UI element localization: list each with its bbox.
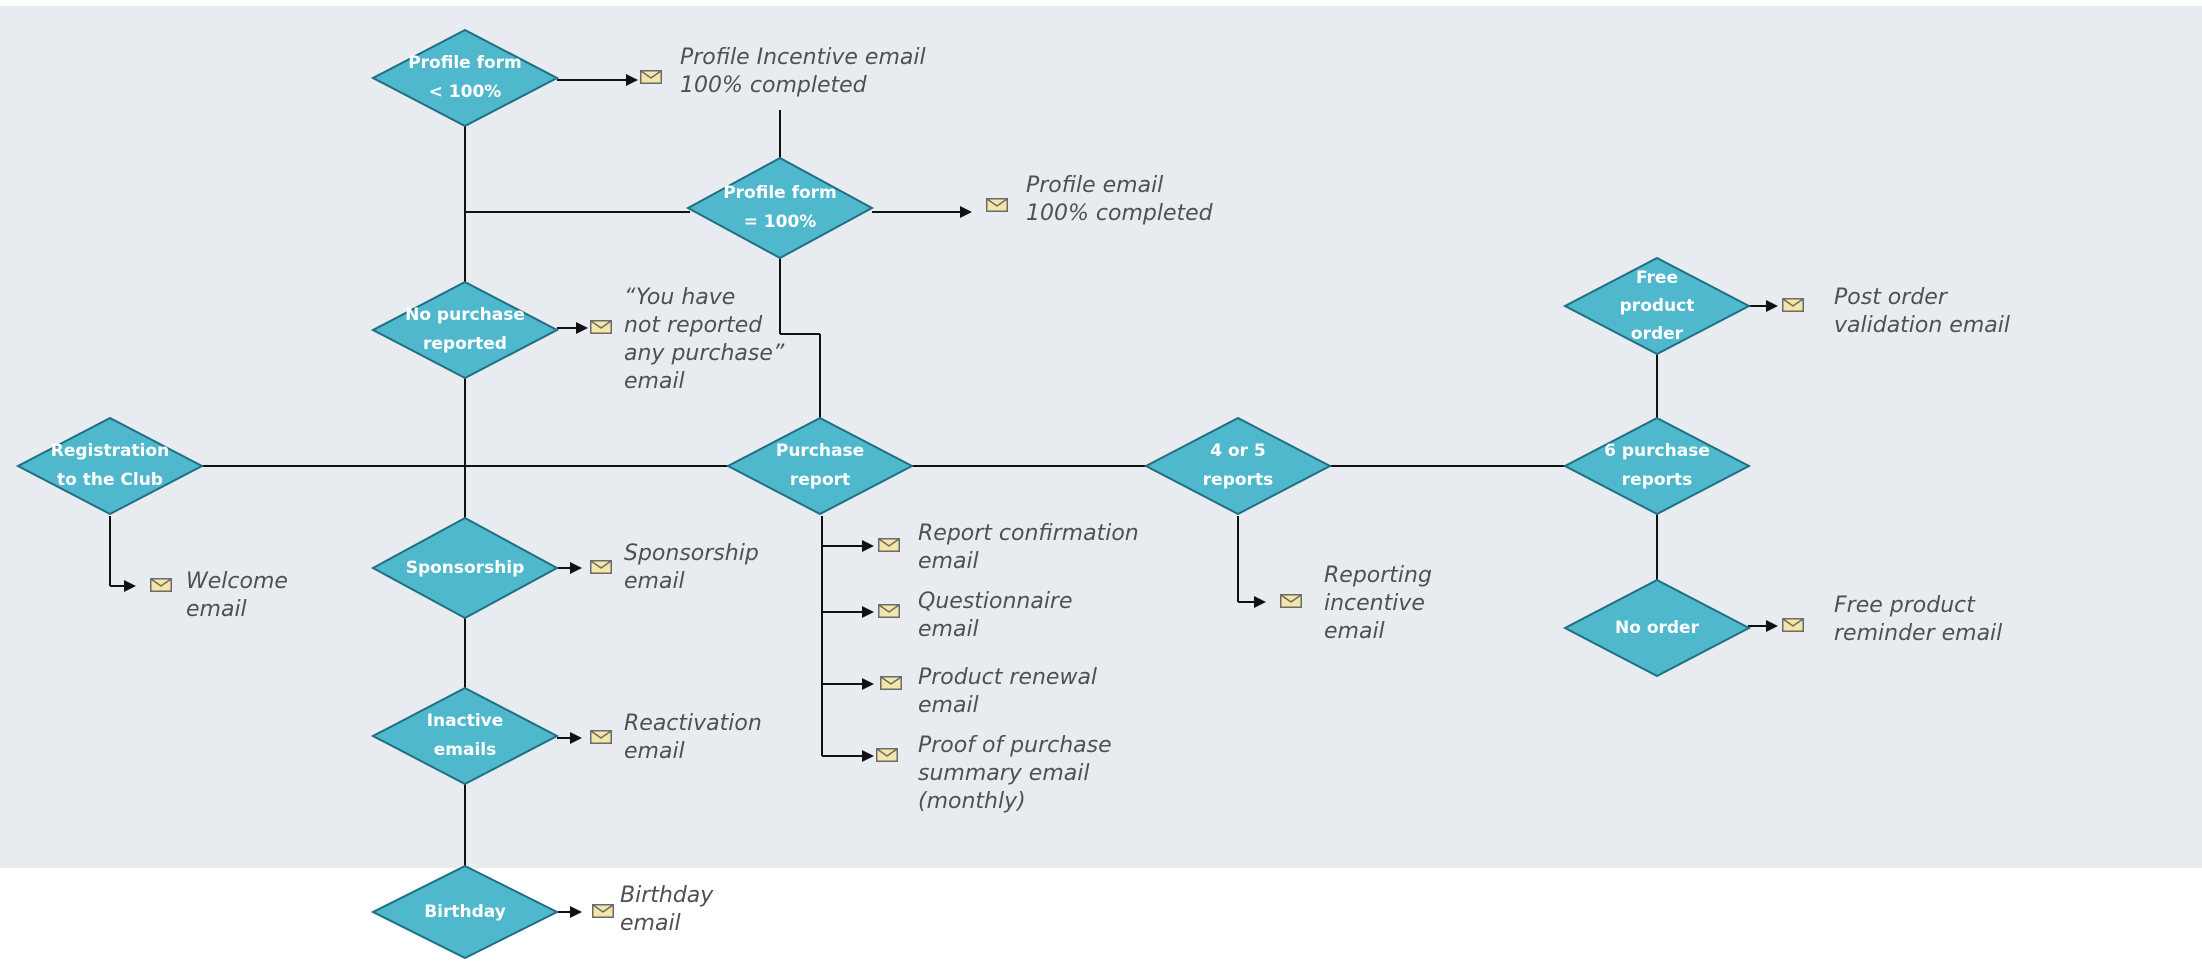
email-reactivation: Reactivation email	[624, 711, 762, 764]
node-shape-profile-eq100	[685, 156, 875, 260]
node-shape-sponsorship	[370, 516, 560, 620]
envelope-icon	[590, 320, 612, 334]
envelope-icon	[876, 748, 898, 762]
node-shape-inactive	[370, 686, 560, 786]
node-sponsorship: Sponsorship	[373, 518, 557, 618]
email-sponsorship: Sponsorship email	[624, 541, 759, 594]
email-product-renewal: Product renewal email	[918, 665, 1098, 718]
email-not-reported: “You have not reported any purchase” ema…	[624, 285, 785, 394]
envelope-icon	[590, 730, 612, 744]
email-free-product-reminder: Free product reminder email	[1834, 593, 2003, 646]
email-report-confirmation: Report confirmation email	[918, 521, 1139, 574]
node-registration: Registration to the Club	[18, 418, 202, 514]
envelope-icon	[640, 70, 662, 84]
node-birthday: Birthday	[373, 866, 557, 958]
envelope-icon	[878, 604, 900, 618]
email-proof-of-purchase: Proof of purchase summary email (monthly…	[918, 733, 1112, 814]
email-post-order: Post order validation email	[1834, 285, 2010, 338]
node-shape-birthday	[370, 864, 560, 960]
node-shape-profile-lt100	[370, 28, 560, 128]
node-label: No order	[1615, 617, 1699, 638]
envelope-icon	[150, 578, 172, 592]
email-birthday: Birthday email	[620, 883, 714, 936]
node-label: 4 or 5 reports	[1202, 441, 1274, 490]
node-no-order: No order	[1565, 580, 1749, 676]
node-shape-free-product-order	[1562, 256, 1752, 356]
email-reporting-incentive: Reporting incentive email	[1324, 563, 1432, 644]
email-profile: Profile email 100% completed	[1026, 173, 1213, 226]
node-label: Sponsorship	[405, 557, 525, 578]
node-shape-6purchase	[1562, 416, 1752, 516]
node-4-or-5-reports: 4 or 5 reports	[1146, 418, 1330, 514]
node-label: Purchase report	[775, 441, 865, 490]
node-no-purchase-reported: No purchase reported	[373, 282, 557, 378]
node-label: Profile form = 100%	[723, 183, 837, 232]
envelope-icon	[878, 538, 900, 552]
node-shape-no-order	[1562, 578, 1752, 678]
node-label: No purchase reported	[405, 305, 525, 354]
envelope-icon	[590, 560, 612, 574]
node-profile-form-lt100: Profile form < 100%	[373, 30, 557, 126]
envelope-icon	[880, 676, 902, 690]
node-label: Birthday	[424, 901, 506, 922]
node-shape-no-purchase	[370, 280, 560, 380]
email-welcome: Welcome email	[186, 569, 288, 622]
node-label: Inactive emails	[426, 711, 504, 760]
email-profile-incentive: Profile Incentive email 100% completed	[680, 45, 926, 98]
node-label: Registration to the Club	[50, 441, 170, 490]
diagram-background	[0, 6, 2202, 868]
envelope-icon	[986, 198, 1008, 212]
envelope-icon	[1280, 594, 1302, 608]
node-free-product-order: Free product order	[1565, 258, 1749, 354]
envelope-icon	[1782, 618, 1804, 632]
envelope-icon	[592, 904, 614, 918]
node-profile-form-eq100: Profile form = 100%	[688, 158, 872, 258]
envelope-icon	[1782, 298, 1804, 312]
node-label: Free product order	[1619, 268, 1695, 344]
node-shape-4or5	[1143, 416, 1333, 516]
node-label: Profile form < 100%	[408, 53, 522, 102]
email-questionnaire: Questionnaire email	[918, 589, 1073, 642]
node-shape-purchase-report	[725, 416, 915, 516]
node-label: 6 purchase reports	[1604, 441, 1710, 490]
node-purchase-report: Purchase report	[728, 418, 912, 514]
node-6-purchase-reports: 6 purchase reports	[1565, 418, 1749, 514]
node-inactive-emails: Inactive emails	[373, 688, 557, 784]
node-shape-registration	[15, 416, 205, 516]
